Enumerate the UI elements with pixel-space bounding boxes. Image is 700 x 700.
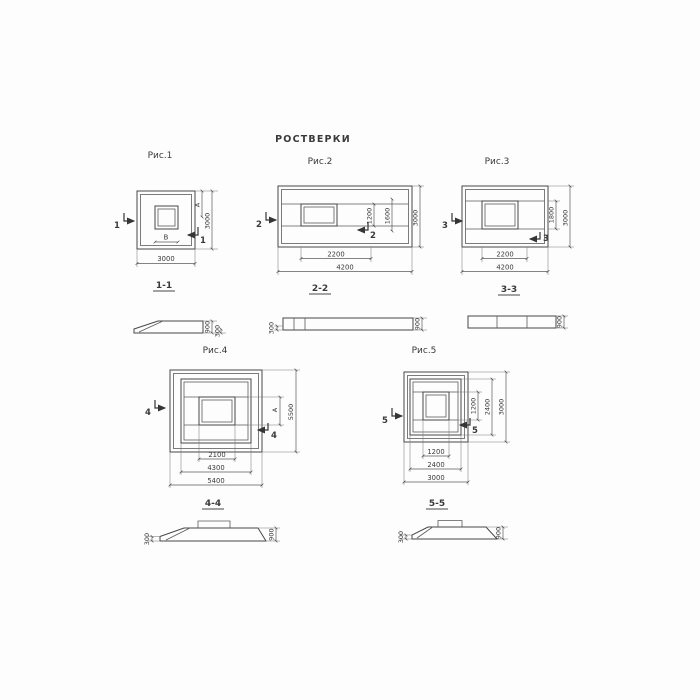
figure-2-dimensions: 1200 1600 3000 2200 4200: [276, 184, 424, 275]
fig4-cut-number-left: 4: [145, 408, 151, 418]
fig3-cut-number-right: 3: [543, 234, 549, 244]
fig5-dim-v3-label: 3000: [498, 399, 506, 416]
fig3-cut-number-left: 3: [442, 221, 448, 231]
figure-2-cut-markers: 2 2: [256, 212, 376, 241]
fig1-section-toe-label: 300: [214, 325, 222, 337]
fig5-section-height-label: 900: [495, 527, 503, 539]
fig2-dim-b1-label: 2200: [327, 251, 344, 259]
figure-4-plan: [169, 369, 263, 453]
figure-4: Рис.4 А 5500 2100 430: [143, 346, 300, 545]
fig2-cut-number-left: 2: [256, 220, 262, 230]
fig2-dim-v3-label: 3000: [412, 210, 420, 227]
figure-4-section: 4-4 900 300: [143, 499, 280, 545]
fig4-dim-v2-label: 5500: [287, 404, 295, 421]
figure-1-section: 1-1 900 300: [133, 281, 226, 337]
figure-4-cut-markers: 4 4: [145, 400, 277, 441]
fig5-dim-v2-label: 2400: [484, 399, 492, 416]
figure-1-plan: [136, 190, 196, 250]
fig5-section-toe-label: 300: [397, 531, 405, 543]
figure-3-dimensions: 1800 3000 2200 4200: [460, 184, 574, 275]
figure-5-section: 5-5 900 300: [397, 499, 508, 543]
fig1-cut-number-right: 1: [200, 236, 206, 246]
figure-2-plan: [277, 185, 413, 248]
figure-5: Рис.5 1200 2400 3000: [382, 346, 510, 543]
figure-5-dimensions: 1200 2400 3000 1200 2400 3000: [402, 370, 510, 485]
figure-2: Рис.2 1200 1600 3000 2200 4200: [256, 157, 427, 334]
figure-3-cut-markers: 3 3: [442, 213, 549, 244]
fig2-dim-v1-label: 1200: [366, 208, 374, 225]
fig2-section-height-label: 900: [414, 318, 422, 330]
fig5-dim-b3-label: 3000: [427, 474, 444, 482]
fig4-dim-b1-label: 2100: [208, 451, 225, 459]
figure-3-plan: [461, 185, 549, 248]
fig1-dim-bottom-label: 3000: [157, 255, 174, 263]
fig3-section-height-label: 900: [556, 316, 564, 328]
fig5-cut-number-right: 5: [472, 426, 478, 436]
figure-2-section: 2-2 900 300: [268, 284, 427, 334]
fig4-section-toe-label: 300: [143, 533, 151, 545]
fig4-section-height-label: 900: [268, 528, 276, 540]
fig4-dim-v1-label: А: [271, 407, 279, 412]
fig3-dim-v2-label: 3000: [562, 210, 570, 227]
fig2-dim-v2-label: 1600: [384, 208, 392, 225]
fig2-section-label: 2-2: [312, 284, 328, 294]
figure-1-cut-markers: 1 1: [114, 213, 206, 246]
sheet-title: РОСТВЕРКИ: [275, 134, 351, 145]
figure-3: Рис.3 1800 3000 2200 4200: [442, 157, 574, 330]
fig1-cut-number-left: 1: [114, 221, 120, 231]
fig5-section-label: 5-5: [429, 499, 445, 509]
fig5-cut-number-left: 5: [382, 416, 388, 426]
figure-3-caption: Рис.3: [485, 157, 510, 167]
fig2-section-toe-label: 300: [268, 322, 276, 334]
fig1-dim-a-label: А: [194, 202, 202, 207]
figure-5-plan: [403, 371, 469, 443]
figure-5-caption: Рис.5: [412, 346, 437, 356]
fig2-cut-number-right: 2: [370, 231, 376, 241]
fig2-dim-b2-label: 4200: [336, 264, 353, 272]
figure-4-caption: Рис.4: [203, 346, 228, 356]
fig4-cut-number-right: 4: [271, 431, 277, 441]
figure-4-dimensions: А 5500 2100 4300 5400: [168, 368, 300, 488]
figure-5-cut-markers: 5 5: [382, 408, 478, 436]
figure-1-dimensions: А 3000 В 3000: [135, 189, 218, 267]
fig5-dim-b1-label: 1200: [427, 448, 444, 456]
fig5-dim-b2-label: 2400: [427, 461, 444, 469]
fig3-section-label: 3-3: [501, 285, 517, 295]
figure-1-caption: Рис.1: [148, 151, 173, 161]
fig1-section-label: 1-1: [156, 281, 172, 291]
figure-3-section: 3-3 900: [467, 285, 568, 330]
fig4-dim-b2-label: 4300: [207, 464, 224, 472]
figure-2-caption: Рис.2: [308, 157, 333, 167]
fig1-dim-b-label: В: [164, 234, 169, 242]
fig3-dim-b1-label: 2200: [496, 251, 513, 259]
fig5-dim-v1-label: 1200: [470, 398, 478, 415]
fig3-dim-v1-label: 1800: [548, 207, 556, 224]
fig4-section-label: 4-4: [205, 499, 221, 509]
fig1-section-height-label: 900: [204, 321, 212, 333]
fig1-dim-right-outer-label: 3000: [204, 213, 212, 230]
figure-1: Рис.1 А 3000 В 3000 1 1 1: [114, 151, 226, 337]
fig3-dim-b2-label: 4200: [496, 264, 513, 272]
fig4-dim-b3-label: 5400: [207, 477, 224, 485]
